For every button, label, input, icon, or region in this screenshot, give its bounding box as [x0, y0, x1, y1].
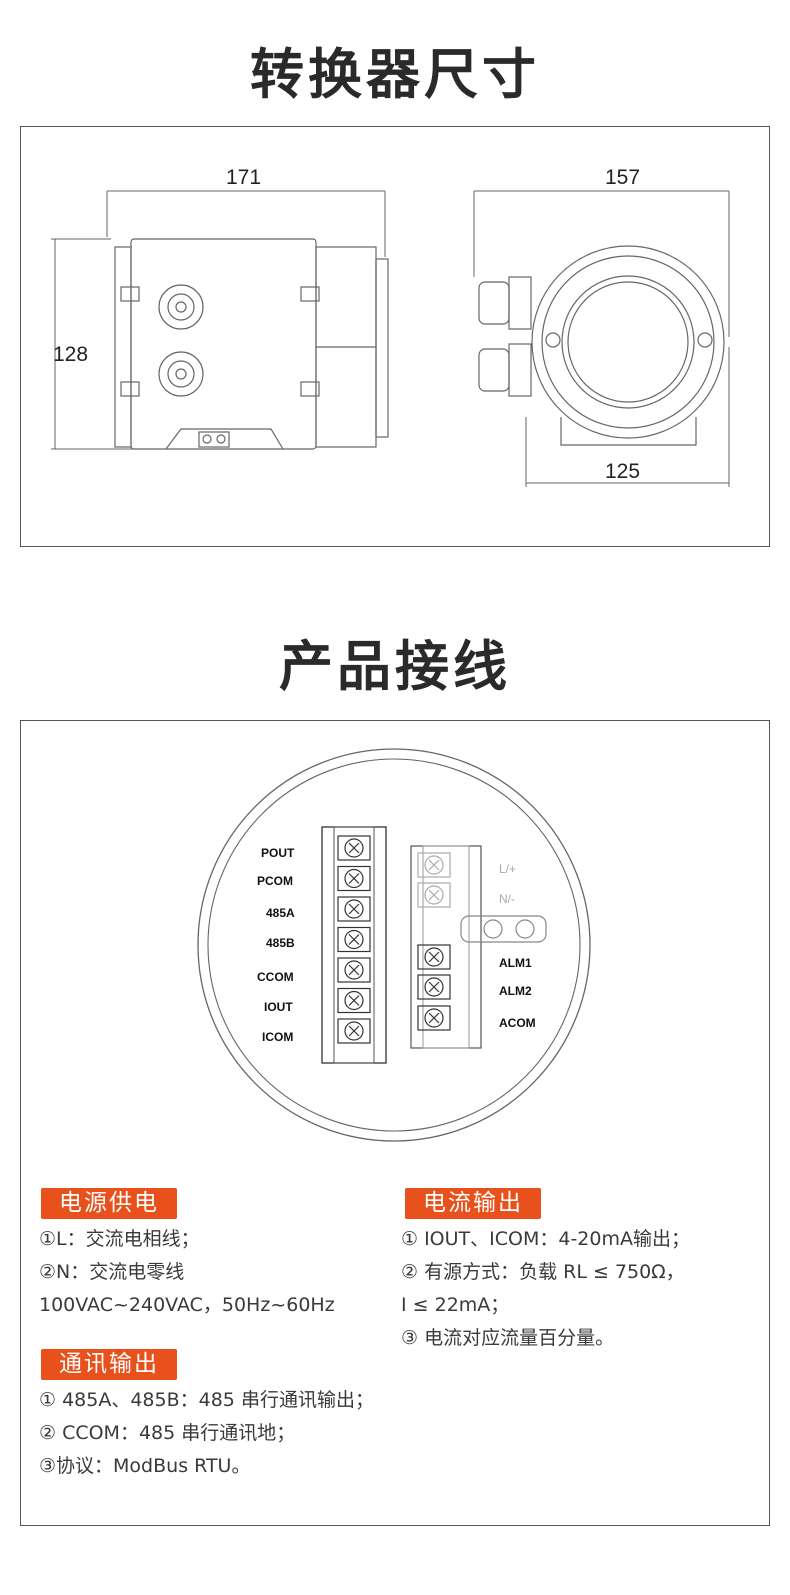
current-line-4: ③ 电流对应流量百分量。 — [401, 1327, 615, 1349]
current-line-1: ① IOUT、ICOM：4-20mA输出； — [401, 1228, 690, 1250]
terminal-label-iout: IOUT — [264, 1000, 293, 1014]
terminal-screw-alm1 — [417, 944, 451, 970]
terminal-label-pout: POUT — [261, 846, 295, 860]
terminal-label-alm2: ALM2 — [499, 984, 532, 998]
terminal-label-485a: 485A — [266, 906, 295, 920]
terminal-screw-icom — [337, 1018, 371, 1044]
terminal-label-l: L/+ — [499, 862, 516, 876]
terminal-screw-iout — [337, 987, 371, 1014]
badge-comm-output: 通讯输出 — [41, 1349, 177, 1380]
terminal-screw-alm2 — [417, 974, 451, 1000]
current-line-3: I ≤ 22mA； — [401, 1294, 510, 1316]
power-line-1: ①L：交流电相线； — [39, 1228, 200, 1250]
terminal-label-pcom: PCOM — [257, 874, 293, 888]
terminal-screw-485a — [337, 896, 371, 922]
wiring-panel: POUT PCOM 485A 485B CCOM IOUT ICOM L/+ N… — [20, 720, 770, 1526]
terminal-label-alm1: ALM1 — [499, 956, 532, 970]
terminal-screw-pcom — [337, 865, 371, 892]
terminal-label-n: N/- — [499, 892, 515, 906]
terminal-label-ccom: CCOM — [257, 970, 294, 984]
terminal-screw-n — [417, 882, 451, 908]
terminal-label-acom: ACOM — [499, 1016, 536, 1030]
section-title-wiring: 产品接线 — [279, 635, 511, 698]
badge-power-supply: 电源供电 — [41, 1188, 177, 1219]
comm-line-3: ③协议：ModBus RTU。 — [39, 1455, 251, 1477]
dim-front-base: 125 — [605, 460, 640, 483]
dim-side-height: 128 — [53, 343, 88, 366]
terminal-screw-ccom — [337, 957, 371, 983]
power-line-3: 100VAC~240VAC，50Hz~60Hz — [39, 1294, 335, 1316]
comm-line-2: ② CCOM：485 串行通讯地； — [39, 1422, 296, 1444]
dim-front-width: 157 — [605, 166, 640, 189]
dimension-drawing-panel: 171 128 157 125 — [20, 126, 770, 547]
power-line-2: ②N：交流电零线 — [39, 1261, 185, 1283]
terminal-screw-l — [417, 852, 451, 878]
dim-side-width: 171 — [226, 166, 261, 189]
terminal-label-485b: 485B — [266, 936, 295, 950]
current-line-2: ② 有源方式：负载 RL ≤ 750Ω， — [401, 1261, 685, 1283]
terminal-diagram: POUT PCOM 485A 485B CCOM IOUT ICOM L/+ N… — [197, 748, 591, 1142]
terminal-screw-485b — [337, 926, 371, 953]
converter-drawing: 171 128 157 125 — [51, 166, 730, 487]
terminal-screw-acom — [417, 1005, 451, 1031]
badge-current-output: 电流输出 — [405, 1188, 541, 1219]
comm-line-1: ① 485A、485B：485 串行通讯输出； — [39, 1389, 374, 1411]
section-title-dimensions: 转换器尺寸 — [250, 43, 540, 106]
terminal-label-icom: ICOM — [262, 1030, 293, 1044]
terminal-screw-pout — [337, 835, 371, 861]
